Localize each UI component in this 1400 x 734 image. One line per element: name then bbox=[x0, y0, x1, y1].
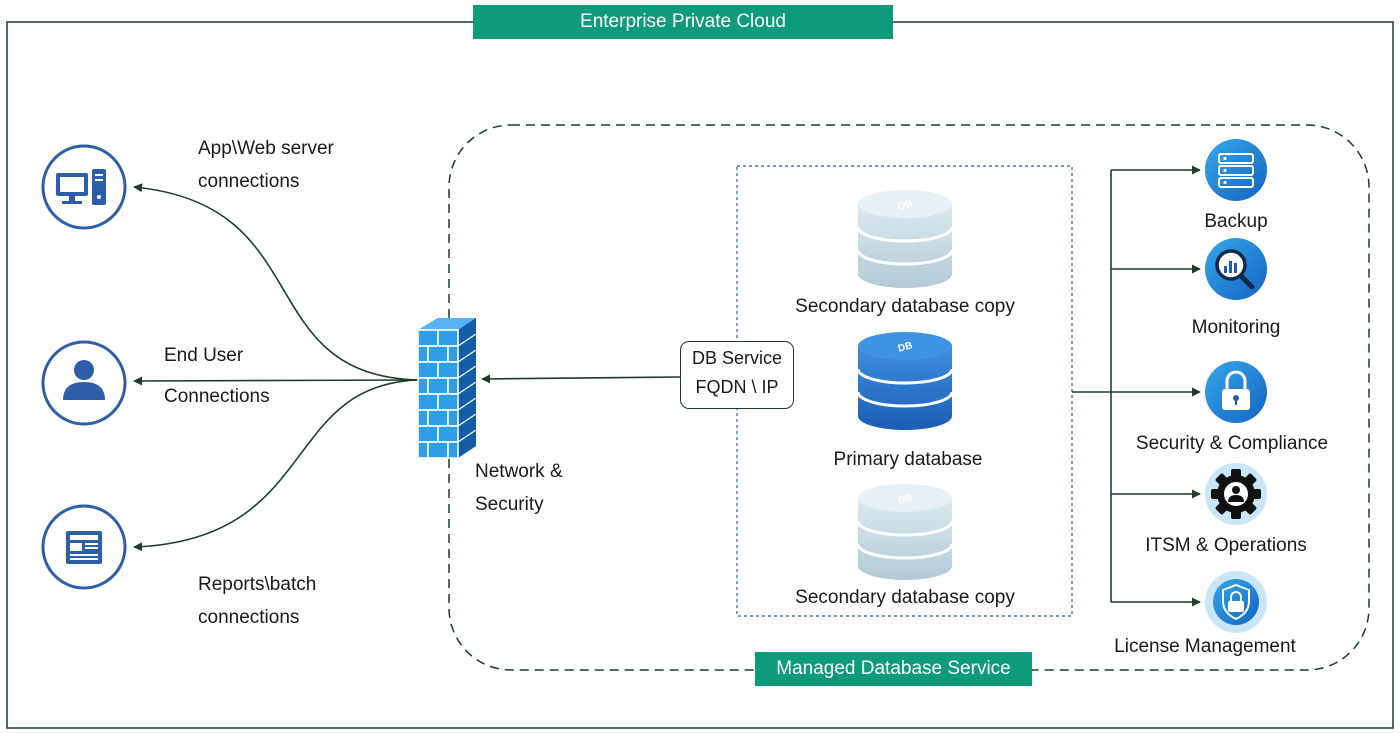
db-service-endpoint[interactable]: DB Service FQDN \ IP bbox=[680, 341, 794, 409]
backup-label: Backup bbox=[1204, 211, 1268, 232]
secondary-db-label-bottom: Secondary database copy bbox=[795, 587, 1015, 608]
connection-app-web bbox=[133, 183, 419, 381]
backup-server-icon[interactable] bbox=[1205, 139, 1267, 201]
license-management-label: License Management bbox=[1114, 636, 1296, 657]
managed-service-title: Managed Database Service bbox=[755, 652, 1032, 686]
secondary-database-icon: DB bbox=[856, 484, 954, 580]
endpoint-line2: FQDN \ IP bbox=[695, 376, 779, 397]
desktop-computer-icon[interactable] bbox=[41, 144, 127, 230]
db-badge: DB bbox=[897, 492, 914, 506]
secondary-db-label-top: Secondary database copy bbox=[795, 296, 1015, 317]
secondary-database-icon: DB bbox=[856, 190, 954, 288]
report-document-icon[interactable] bbox=[41, 504, 127, 590]
connection-end-user bbox=[133, 376, 419, 386]
itsm-operations-label: ITSM & Operations bbox=[1145, 535, 1307, 556]
endpoint-line1: DB Service bbox=[691, 348, 783, 368]
security-compliance-label: Security & Compliance bbox=[1135, 433, 1329, 454]
enterprise-cloud-title: Enterprise Private Cloud bbox=[473, 5, 893, 39]
endpoint-to-firewall-arrow bbox=[481, 374, 681, 384]
monitoring-magnifier-icon[interactable] bbox=[1205, 238, 1267, 300]
lock-icon[interactable] bbox=[1205, 361, 1267, 423]
network-security-label: Network &Security bbox=[475, 461, 563, 515]
connection-reports bbox=[133, 379, 419, 552]
user-icon[interactable] bbox=[41, 340, 127, 426]
firewall-icon[interactable] bbox=[417, 318, 477, 459]
services-connector bbox=[1072, 165, 1201, 607]
db-badge: DB bbox=[897, 340, 914, 354]
primary-database-icon: DB bbox=[856, 332, 954, 430]
db-badge: DB bbox=[897, 198, 914, 212]
primary-db-label: Primary database bbox=[833, 449, 983, 470]
monitoring-label: Monitoring bbox=[1191, 317, 1281, 338]
gear-person-icon[interactable] bbox=[1205, 463, 1267, 525]
managed-service-boundary bbox=[448, 124, 1370, 671]
shield-lock-icon[interactable] bbox=[1205, 571, 1267, 633]
